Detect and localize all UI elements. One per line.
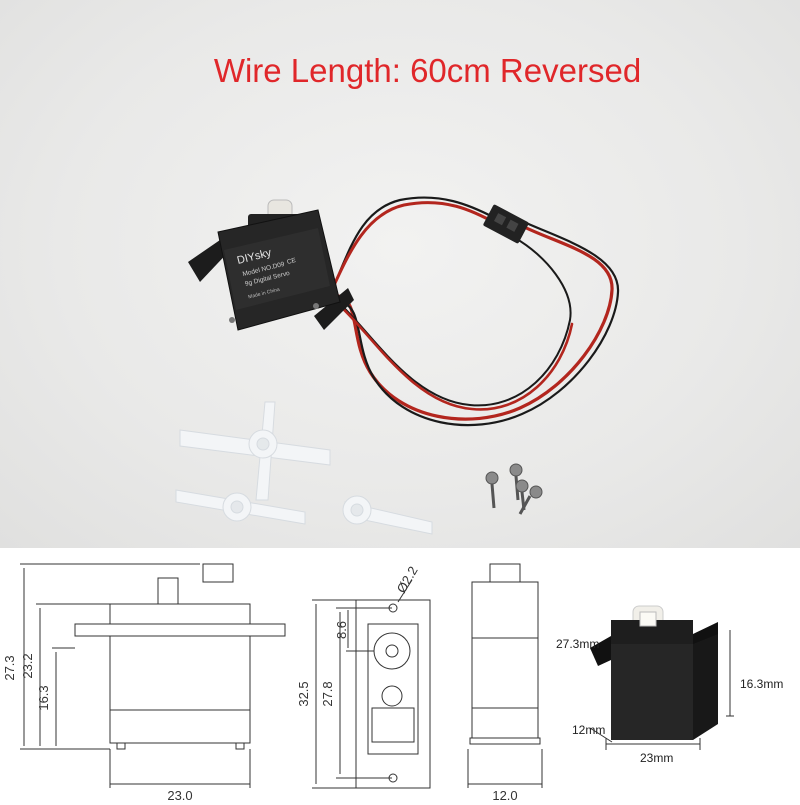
servo-horn-double — [175, 489, 306, 525]
photo-height-label: 27.3mm — [556, 637, 599, 651]
servo-dimension-photo — [589, 605, 734, 750]
headline: Wire Length: 60cm Reversed — [213, 52, 642, 89]
side-view — [467, 563, 543, 788]
servo-body — [188, 199, 354, 331]
photo-illustration: DIYsky Model NO.D09 9g Digital Servo Mad… — [175, 196, 620, 535]
servo-horn-single — [342, 495, 433, 535]
photo-depth-label: 12mm — [572, 723, 605, 737]
product-photo: Wire Length: 60cm Reversed — [0, 0, 800, 548]
front-width: 23.0 — [167, 788, 192, 800]
top-view — [312, 579, 431, 789]
top-hole-spacing: 27.8 — [320, 681, 335, 706]
technical-drawing: 27.3 23.2 16.3 23.0 32.5 27.8 8.6 Ø2.2 1… — [2, 563, 783, 803]
side-depth: 12.0 — [492, 788, 517, 800]
top-overall: 32.5 — [296, 681, 311, 706]
servo-cable — [328, 196, 620, 427]
servo-connector — [483, 204, 529, 244]
servo-horn-cross — [179, 401, 331, 501]
front-body-height: 23.2 — [20, 653, 35, 678]
dimension-drawing: 27.3 23.2 16.3 23.0 32.5 27.8 8.6 Ø2.2 1… — [0, 548, 800, 803]
photo-width-label: 23mm — [640, 751, 673, 765]
screws — [485, 463, 543, 515]
top-hole-diameter: Ø2.2 — [394, 564, 421, 596]
front-view — [20, 563, 286, 788]
front-total-height: 27.3 — [2, 655, 17, 680]
top-tab-offset: 8.6 — [334, 621, 349, 639]
servo-ce-mark: CE — [286, 257, 297, 266]
photo-tab-label: 16.3mm — [740, 677, 783, 691]
front-tab-height: 16.3 — [36, 685, 51, 710]
